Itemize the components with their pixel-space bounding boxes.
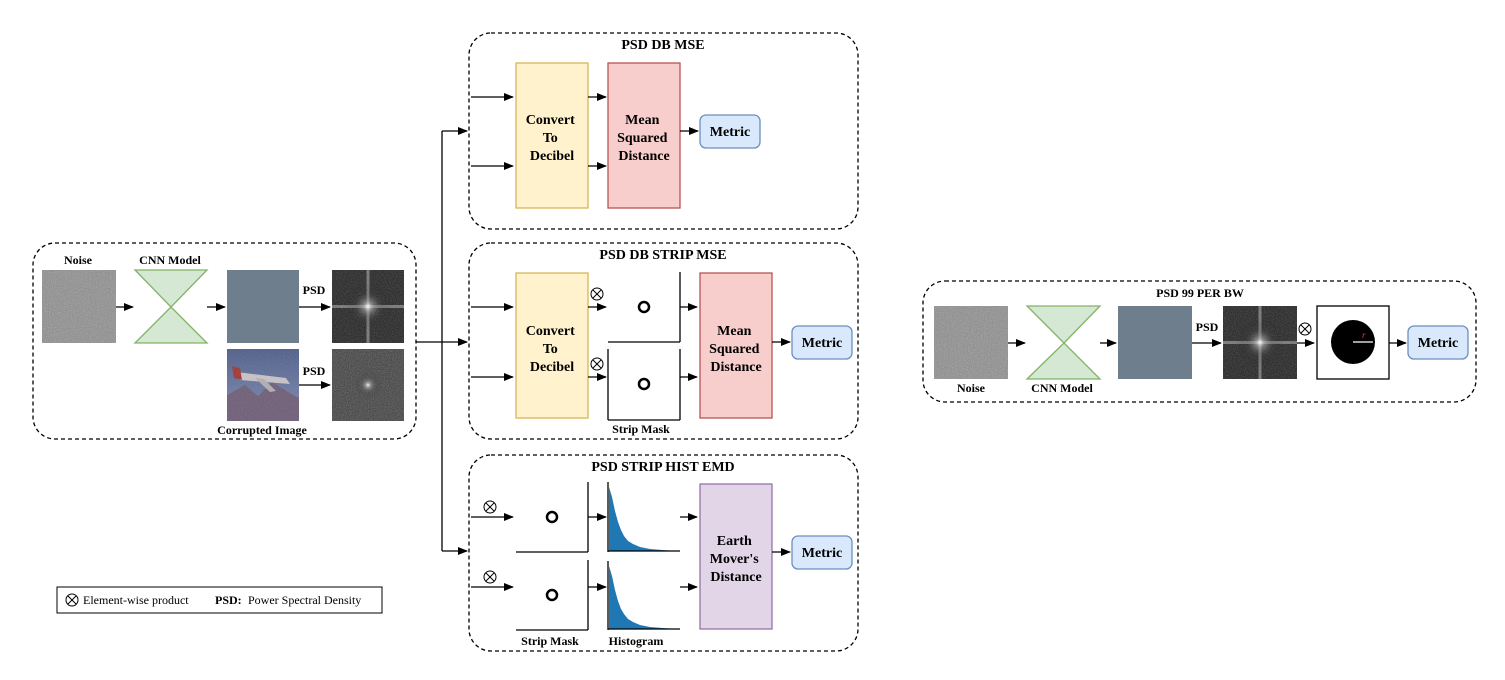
panel-psd-db-strip-mse: PSD DB STRIP MSE Convert To Decibel (468, 242, 859, 440)
branch-connector (416, 127, 468, 555)
panel-title-psd-db-strip-mse: PSD DB STRIP MSE (599, 248, 726, 263)
bandwidth-mask: r (1316, 305, 1390, 380)
svg-text:Earth Mover's Dist: Earth Mover's Distance (710, 534, 762, 585)
metric-box-psd-db-mse (699, 114, 761, 149)
convert-to-decibel-box (515, 272, 589, 419)
metric-label-psd-db-mse: Metric (710, 125, 750, 140)
metric-box-psd-strip-hist-emd (791, 535, 853, 570)
convert-line-1: Convert (526, 113, 575, 128)
noise-image (934, 306, 1008, 379)
metric-label-psd-db-strip-mse: Metric (802, 336, 842, 351)
legend-psd-abbrev: PSD: (215, 593, 242, 607)
strip-mask-bottom (607, 349, 681, 421)
legend: Element-wise product PSD: Power Spectral… (56, 586, 383, 614)
mean-squared-distance-box (607, 62, 681, 209)
emd-line-3: Distance (710, 570, 761, 585)
convert-line-2: To (543, 342, 558, 357)
convert-to-decibel-box (515, 62, 589, 209)
earth-movers-distance-box (699, 483, 773, 630)
distance-line-2: Squared (617, 131, 668, 146)
cnn-model-label: CNN Model (139, 253, 201, 267)
distance-line-1: Mean (625, 113, 659, 128)
cnn-model-icon (1025, 305, 1102, 380)
psd-label-top: PSD (303, 283, 326, 297)
metric-box-psd-db-strip-mse (791, 325, 853, 360)
input-panel: Noise CNN Model PSD Corrupted Image (32, 242, 417, 440)
element-wise-product-icon (483, 570, 497, 584)
legend-psd-text: Power Spectral Density (248, 593, 361, 607)
psd-spectrum (1223, 306, 1297, 379)
panel-psd-99-per-bw: PSD 99 PER BW Noise CNN Model PSD (922, 280, 1477, 403)
panel-psd-db-mse: PSD DB MSE Convert To Decibel Mean Squar… (468, 32, 859, 230)
svg-text:Convert To Decibel: Convert To Decibel (526, 113, 579, 164)
strip-mask-label: Strip Mask (612, 422, 670, 436)
element-wise-product-icon (483, 500, 497, 514)
convert-line-2: To (543, 131, 558, 146)
distance-line-3: Distance (618, 149, 669, 164)
corrupted-image-label: Corrupted Image (217, 423, 307, 437)
psd-spectrum-bottom (332, 349, 404, 421)
svg-text:Mean Squared Dista: Mean Squared Distance (617, 113, 671, 164)
panel-title-psd-strip-hist-emd: PSD STRIP HIST EMD (591, 460, 734, 475)
panel-psd-strip-hist-emd: PSD STRIP HIST EMD Strip Mask (468, 454, 859, 652)
distance-line-1: Mean (717, 324, 751, 339)
mean-squared-distance-box (699, 272, 773, 419)
noise-image (42, 270, 116, 343)
strip-mask-bottom (516, 560, 589, 631)
denoised-output-image (1118, 306, 1192, 379)
psd-label: PSD (1196, 320, 1219, 334)
corrupted-image (227, 349, 299, 421)
cnn-model-label: CNN Model (1031, 381, 1093, 395)
convert-line-3: Decibel (530, 360, 574, 375)
metric-label-psd-strip-hist-emd: Metric (802, 546, 842, 561)
distance-line-2: Squared (709, 342, 760, 357)
histogram-label: Histogram (609, 634, 664, 648)
legend-product-text: Element-wise product (83, 593, 189, 607)
noise-label: Noise (957, 381, 986, 395)
strip-mask-top (608, 272, 681, 343)
cnn-model-icon (133, 269, 209, 344)
noise-label: Noise (64, 253, 93, 267)
emd-line-2: Mover's (710, 552, 760, 567)
element-wise-product-icon (590, 287, 604, 301)
metric-box-psd-99-per-bw (1407, 325, 1469, 360)
strip-mask-top (516, 482, 589, 553)
convert-line-1: Convert (526, 324, 575, 339)
psd-label-bottom: PSD (303, 364, 326, 378)
metric-label-psd-99-per-bw: Metric (1418, 336, 1458, 351)
panel-title-psd-db-mse: PSD DB MSE (621, 38, 704, 53)
panel-title-psd-99-per-bw: PSD 99 PER BW (1156, 286, 1244, 300)
element-wise-product-icon (65, 593, 79, 607)
histogram-top (607, 482, 680, 552)
element-wise-product-icon (1298, 322, 1312, 336)
svg-text:Convert To Decibel: Convert To Decibel (526, 324, 579, 375)
psd-spectrum-top (332, 270, 404, 343)
radius-label: r (1362, 330, 1366, 340)
distance-line-3: Distance (710, 360, 761, 375)
element-wise-product-icon (590, 357, 604, 371)
strip-mask-label: Strip Mask (521, 634, 579, 648)
svg-text:Mean Squared Dista: Mean Squared Distance (709, 324, 763, 375)
histogram-bottom (607, 561, 680, 630)
emd-line-1: Earth (717, 534, 752, 549)
denoised-output-image (227, 270, 299, 343)
convert-line-3: Decibel (530, 149, 574, 164)
